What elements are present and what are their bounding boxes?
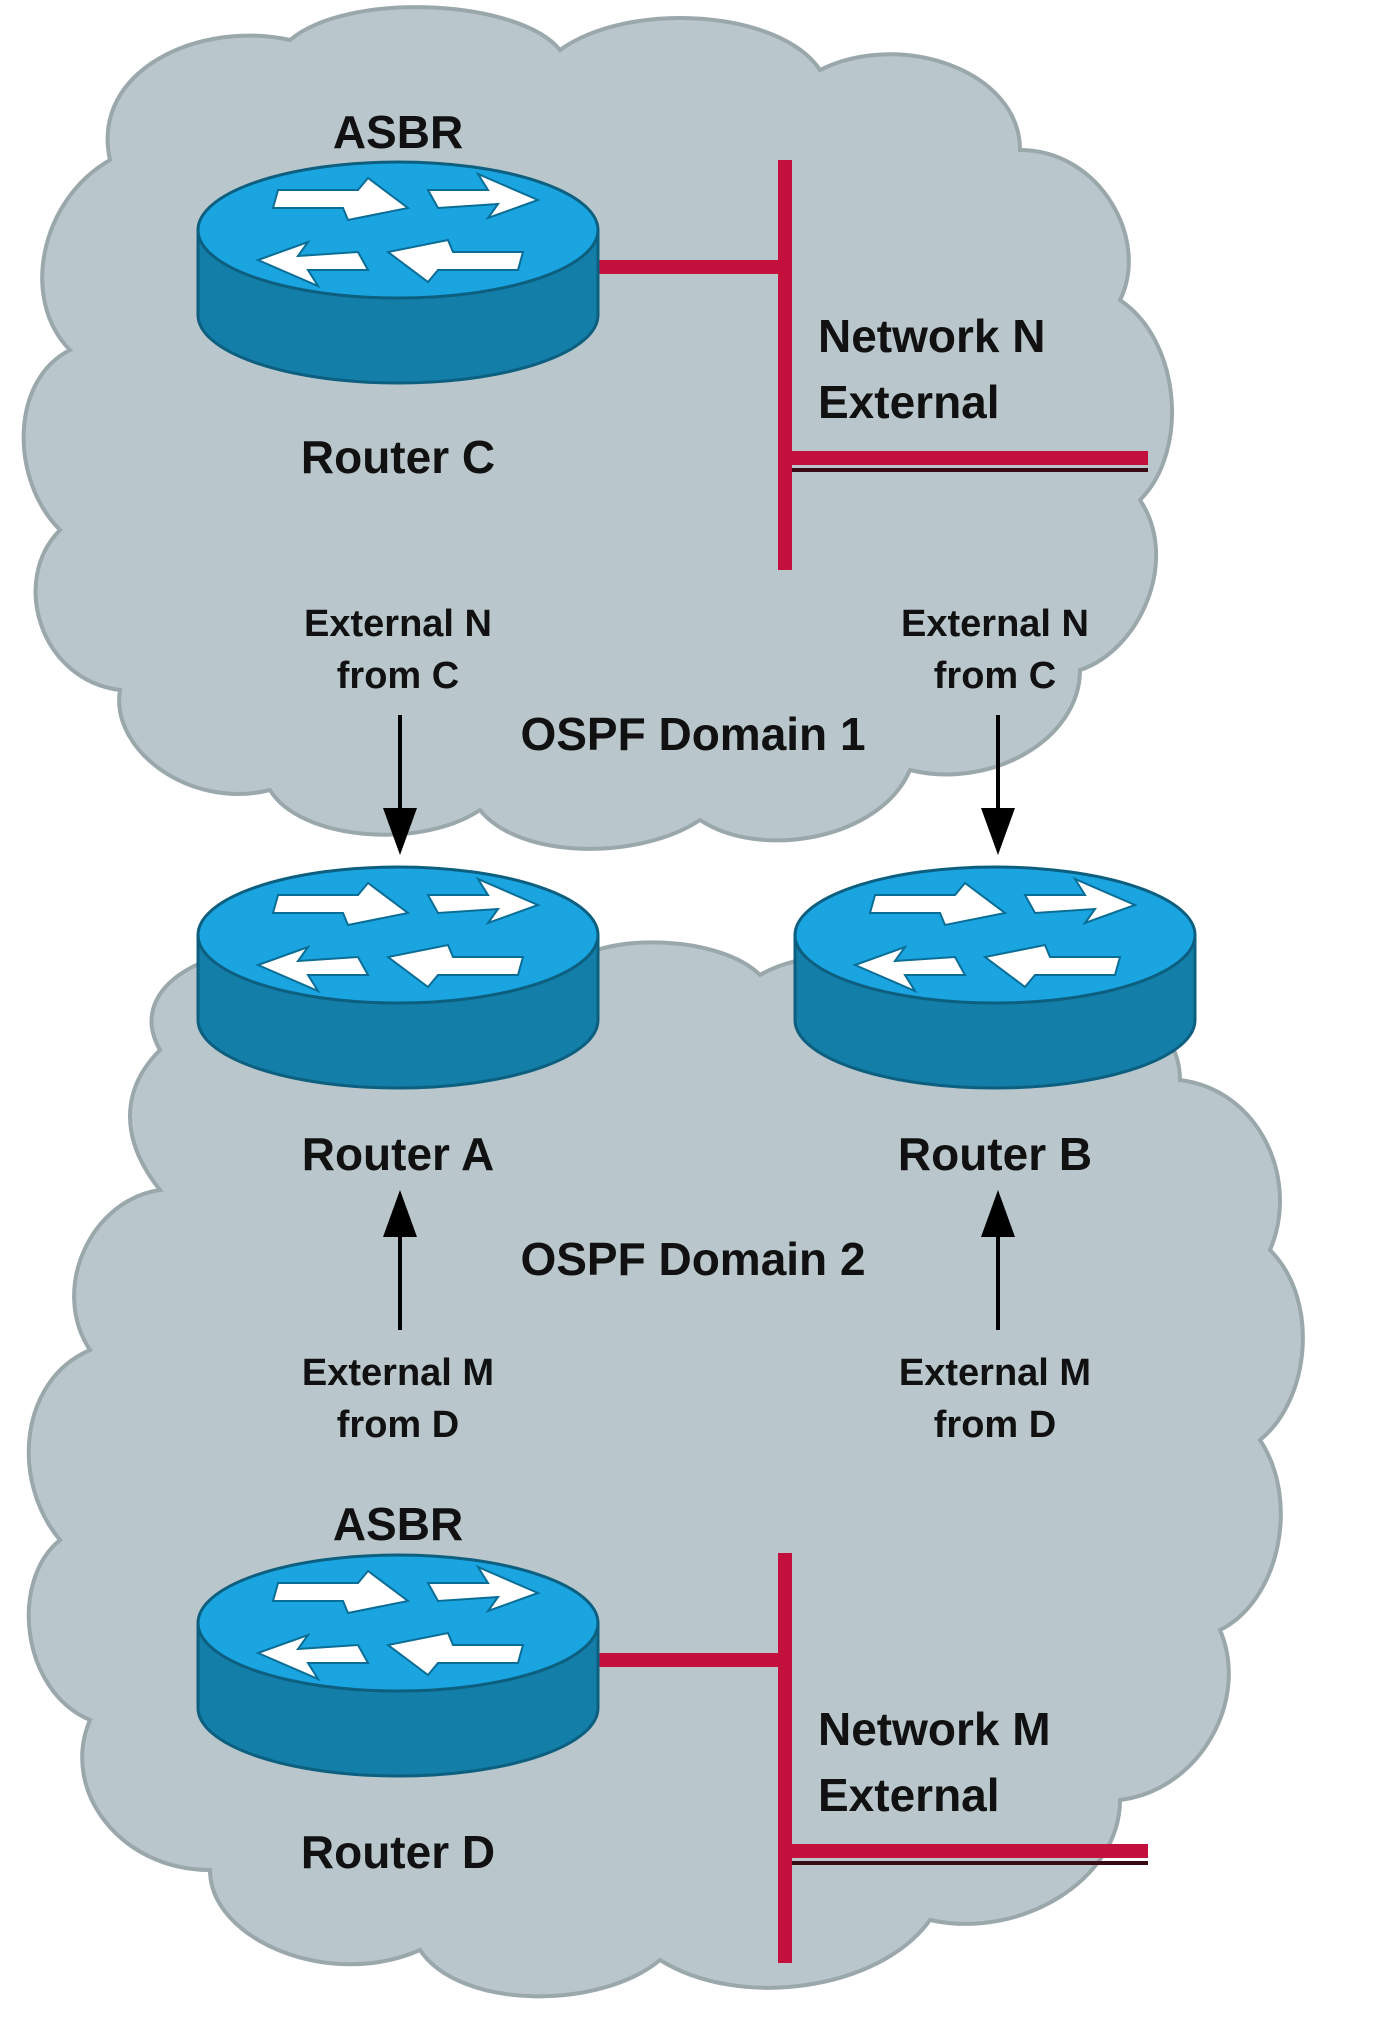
router-a-name-label: Router A	[302, 1128, 495, 1180]
flow-m-to-a-line2: from D	[337, 1404, 459, 1446]
arrow-up-to-router-b	[981, 1190, 1015, 1330]
flow-n-to-b-line1: External N	[901, 603, 1089, 645]
ospf-domain-1-label: OSPF Domain 1	[520, 708, 865, 760]
router-b-name-label: Router B	[898, 1128, 1092, 1180]
flow-n-to-a-line2: from C	[337, 655, 459, 697]
flow-n-to-a-line1: External N	[304, 603, 492, 645]
router-a-icon	[196, 865, 600, 1090]
network-m-segment	[598, 1553, 1148, 1963]
network-m-sublabel: External	[818, 1769, 1000, 1821]
network-n-label: Network N	[818, 310, 1045, 362]
flow-m-to-a-line1: External M	[302, 1352, 494, 1394]
router-c-role-label: ASBR	[333, 106, 463, 158]
router-d-role-label: ASBR	[333, 1498, 463, 1550]
flow-n-to-b-line2: from C	[934, 655, 1056, 697]
router-b-icon	[793, 865, 1197, 1090]
router-d-name-label: Router D	[301, 1826, 495, 1878]
arrow-up-to-router-a	[383, 1190, 417, 1330]
ospf-domain-2-cloud	[26, 923, 1305, 1999]
arrow-down-to-router-b	[981, 715, 1015, 855]
router-c-name-label: Router C	[301, 431, 495, 483]
network-n-segment	[598, 160, 1148, 570]
ospf-domain-2-label: OSPF Domain 2	[520, 1233, 865, 1285]
flow-m-to-b-line1: External M	[899, 1352, 1091, 1394]
router-c-icon	[196, 160, 600, 385]
flow-m-to-b-line2: from D	[934, 1404, 1056, 1446]
network-n-sublabel: External	[818, 376, 1000, 428]
arrow-down-to-router-a	[383, 715, 417, 855]
router-d-icon	[196, 1553, 600, 1778]
network-m-label: Network M	[818, 1703, 1051, 1755]
